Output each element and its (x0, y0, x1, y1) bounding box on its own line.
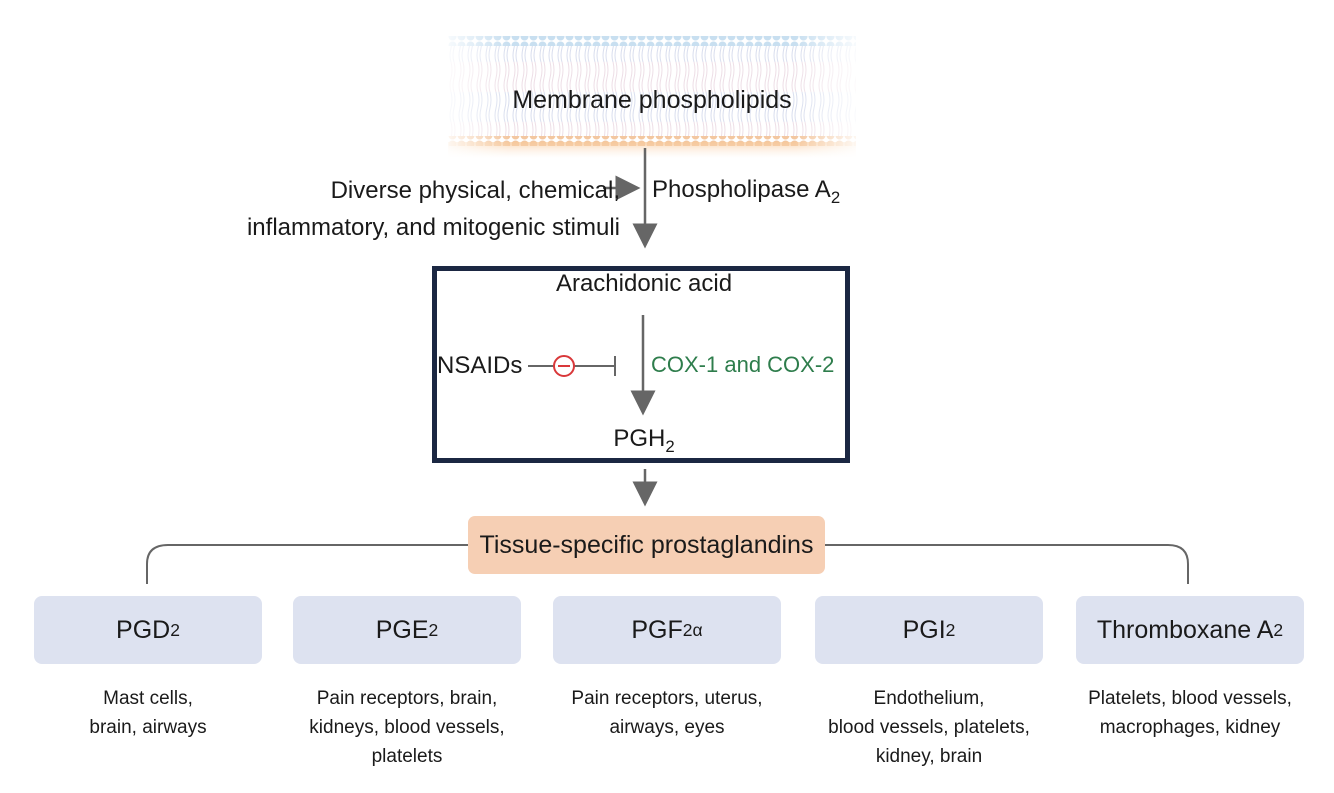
tissues-pgi2: Endothelium, blood vessels, platelets, k… (828, 688, 1030, 767)
tissues-thromboxane-a2: Platelets, blood vessels, macrophages, k… (1088, 688, 1292, 738)
cox-enzymes-label: COX-1 and COX-2 (651, 352, 835, 377)
membrane-bilayer-illustration (448, 32, 856, 158)
cox-pathway-frame (432, 266, 850, 463)
tissues-pgf2a: Pain receptors, uterus, airways, eyes (571, 688, 763, 738)
pgh2-label: PGH2 (613, 425, 675, 456)
arachidonic-acid-label: Arachidonic acid (555, 270, 733, 297)
stimuli-label: Diverse physical, chemical, inflammatory… (170, 172, 620, 246)
tissue-specific-prostaglandins-box: Tissue-specific prostaglandins (468, 516, 825, 574)
stimuli-line-2: inflammatory, and mitogenic stimuli (246, 214, 620, 241)
tissues-pgd2: Mast cells, brain, airways (89, 688, 207, 738)
phospholipase-a2-label: Phospholipase A2 (652, 176, 841, 207)
stimuli-line-1: Diverse physical, chemical, (330, 177, 620, 204)
nsaids-label: NSAIDs (437, 352, 523, 379)
branch-bracket (146, 544, 1189, 584)
membrane-phospholipids-label: Membrane phospholipids (512, 86, 792, 114)
tissues-pge2: Pain receptors, brain, kidneys, blood ve… (309, 688, 505, 767)
